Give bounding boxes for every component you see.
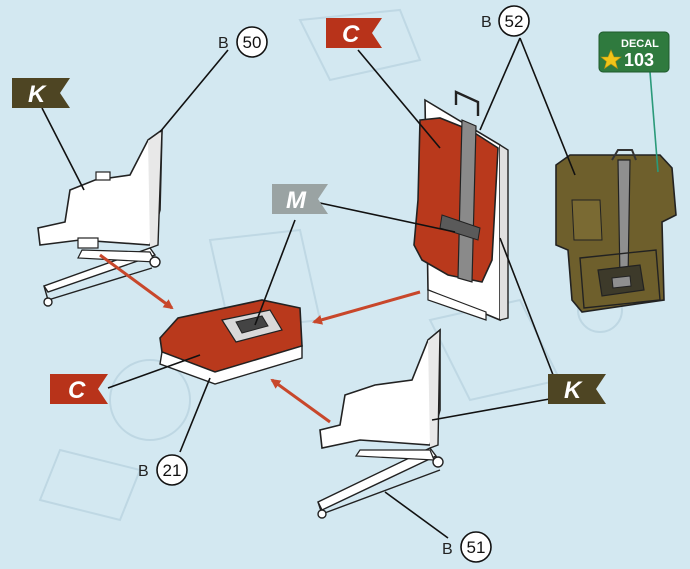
arrow-back-to-cushion bbox=[314, 292, 420, 322]
part-51-number: 51 bbox=[467, 538, 486, 557]
part-52-number: 52 bbox=[505, 12, 524, 31]
flag-m-mid: M bbox=[272, 184, 328, 214]
seat-cushion bbox=[160, 300, 302, 384]
flag-c-top-text: C bbox=[342, 21, 360, 48]
decal-label: DECAL bbox=[621, 38, 659, 50]
flag-c-top: C bbox=[326, 18, 382, 48]
flag-m-mid-text: M bbox=[286, 187, 307, 214]
part-21-number: 21 bbox=[163, 461, 182, 480]
part-50-number: 50 bbox=[243, 33, 262, 52]
seat-frame-top-left bbox=[38, 130, 162, 306]
seat-back bbox=[414, 92, 508, 320]
part-50-prefix: B bbox=[218, 35, 229, 52]
arrow-frame-to-cushion bbox=[100, 255, 172, 308]
flag-c-left: C bbox=[50, 374, 108, 404]
flag-k-top-text: K bbox=[28, 81, 47, 108]
flag-c-left-text: C bbox=[68, 377, 86, 404]
flag-k-top: K bbox=[12, 78, 70, 108]
leader-lines bbox=[42, 38, 658, 538]
flag-k-right: K bbox=[548, 374, 606, 404]
part-callout-21: B 21 bbox=[138, 455, 187, 485]
part-52-prefix: B bbox=[481, 14, 492, 31]
flag-k-right-text: K bbox=[564, 377, 583, 404]
part-51-prefix: B bbox=[442, 541, 453, 558]
part-21-prefix: B bbox=[138, 463, 149, 480]
seat-frame-bottom-right bbox=[318, 330, 443, 518]
part-callout-52: B 52 bbox=[481, 6, 529, 36]
arrow-frame2-to-cushion bbox=[272, 380, 330, 422]
decal-number: 103 bbox=[624, 50, 654, 70]
decal-badge: DECAL 103 bbox=[599, 32, 669, 72]
part-callout-51: B 51 bbox=[442, 532, 491, 562]
